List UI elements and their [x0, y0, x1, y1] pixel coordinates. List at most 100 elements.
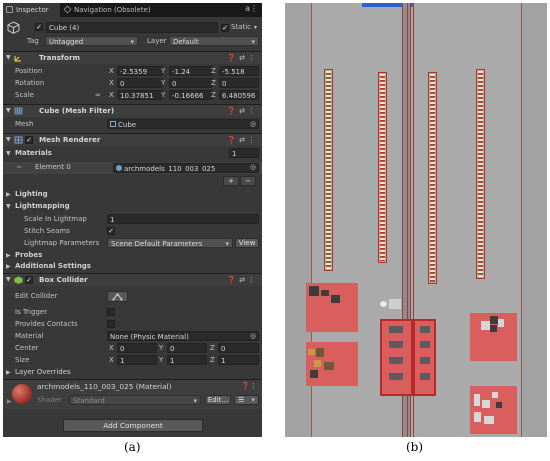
axis-z-label[interactable]: Z	[211, 79, 216, 87]
axis-z-label[interactable]: Z	[210, 344, 215, 352]
collapse-arrow-icon[interactable]: ▼	[6, 136, 11, 143]
materials-count-field[interactable]: 1	[229, 148, 259, 158]
box-collider-header[interactable]: ▼ ✓ Box Collider ❓⇄⋮	[3, 273, 262, 286]
probes-foldout[interactable]: ▶ Probes	[3, 250, 262, 261]
lock-icon[interactable]: a	[245, 4, 250, 13]
transform-header[interactable]: ▼ Transform ❓⇄⋮	[3, 51, 262, 64]
expand-arrow-icon[interactable]: ▶	[7, 398, 12, 405]
shader-menu-button[interactable]: ☰	[234, 395, 259, 405]
shelf-rack[interactable]	[378, 72, 387, 263]
axis-y-label[interactable]: Y	[159, 344, 164, 352]
size-y-field[interactable]: 1	[167, 355, 207, 365]
scale-lightmap-field[interactable]: 1	[107, 214, 259, 224]
position-z-field[interactable]: -5.518	[219, 66, 259, 76]
axis-z-label[interactable]: Z	[210, 356, 215, 364]
shelf-rack[interactable]	[324, 69, 333, 271]
axis-y-label[interactable]: Y	[161, 91, 166, 99]
scene-view[interactable]	[285, 3, 547, 437]
selected-cube[interactable]	[413, 319, 436, 396]
axis-x-label[interactable]: X	[109, 344, 114, 352]
add-component-button[interactable]: Add Component	[63, 419, 203, 432]
rotation-y-field[interactable]: 0	[169, 78, 213, 88]
object-picker-icon[interactable]: ◎	[250, 332, 257, 340]
selected-cube[interactable]	[380, 319, 413, 396]
enabled-checkbox[interactable]: ✓	[25, 276, 33, 284]
provides-contacts-checkbox[interactable]	[107, 320, 115, 328]
axis-x-label[interactable]: X	[109, 79, 114, 87]
layer-dropdown[interactable]: Default	[169, 36, 259, 47]
axis-y-label[interactable]: Y	[161, 79, 166, 87]
mesh-filter-header[interactable]: ▼ Cube (Mesh Filter) ❓⇄⋮	[3, 104, 262, 117]
axis-x-label[interactable]: X	[109, 91, 114, 99]
rotation-x-field[interactable]: 0	[117, 78, 163, 88]
static-dropdown-icon[interactable]: ▾	[254, 24, 258, 31]
add-element-button[interactable]: +	[223, 176, 239, 186]
rotation-z-field[interactable]: 0	[219, 78, 259, 88]
materials-foldout[interactable]: ▼ Materials 1	[3, 148, 262, 159]
list-buttons-row: + −	[3, 175, 262, 187]
collider-pad[interactable]	[306, 283, 358, 332]
axis-y-label[interactable]: Y	[161, 67, 166, 75]
shelf-rack[interactable]	[476, 69, 485, 279]
lightmapping-foldout[interactable]: ▼ Lightmapping	[3, 201, 262, 212]
drag-handle-icon[interactable]: ═	[17, 163, 22, 171]
shader-dropdown[interactable]: Standard	[69, 395, 201, 406]
mesh-renderer-header[interactable]: ▼ ✓ Mesh Renderer ❓⇄⋮	[3, 133, 262, 146]
static-checkbox[interactable]: ✓	[221, 24, 229, 32]
collider-material-field[interactable]: None (Physic Material)	[107, 331, 259, 341]
active-checkbox[interactable]: ✓	[35, 23, 43, 31]
position-x-field[interactable]: -2.5359	[117, 66, 163, 76]
collapse-arrow-icon[interactable]: ▼	[6, 107, 11, 114]
size-z-field[interactable]: 1	[218, 355, 259, 365]
axis-x-label[interactable]: X	[109, 356, 114, 364]
caption-b: (b)	[406, 440, 424, 454]
edit-shader-button[interactable]: Edit...	[205, 395, 231, 405]
is-trigger-checkbox[interactable]	[107, 308, 115, 316]
lightmap-params-dropdown[interactable]: Scene Default Parameters	[107, 238, 233, 249]
scale-x-field[interactable]: 10.37851	[117, 90, 163, 100]
help-icon[interactable]: ❓⋮	[241, 382, 257, 390]
tab-inspector[interactable]: Inspector	[3, 3, 60, 17]
tab-navigation[interactable]: Navigation (Obsolete)	[61, 3, 157, 17]
view-button[interactable]: View	[235, 238, 259, 248]
scale-z-field[interactable]: 6.480596	[219, 90, 259, 100]
tag-dropdown[interactable]: Untagged	[45, 36, 138, 47]
center-z-field[interactable]: 0	[218, 343, 259, 353]
component-tools-icons[interactable]: ❓⇄⋮	[227, 276, 258, 284]
collider-pad[interactable]	[306, 342, 358, 386]
remove-element-button[interactable]: −	[240, 176, 256, 186]
additional-settings-foldout[interactable]: ▶ Additional Settings	[3, 261, 262, 272]
axis-z-label[interactable]: Z	[211, 91, 216, 99]
scene-object[interactable]	[389, 299, 401, 309]
collider-pad[interactable]	[470, 386, 517, 434]
center-label: Center	[15, 344, 39, 352]
constrain-proportions-icon[interactable]: ∞	[95, 91, 101, 99]
center-y-field[interactable]: 0	[167, 343, 207, 353]
lighting-foldout[interactable]: ▶ Lighting	[3, 189, 262, 200]
layer-overrides-foldout[interactable]: ▶ Layer Overrides	[3, 367, 262, 378]
axis-z-label[interactable]: Z	[211, 67, 216, 75]
object-picker-icon[interactable]: ◎	[250, 163, 257, 171]
collider-pad[interactable]	[470, 313, 517, 361]
mesh-object-field[interactable]: Cube	[107, 119, 259, 129]
size-row: Size X 1 Y 1 Z 1	[3, 355, 262, 366]
object-name-field[interactable]: Cube (4)	[46, 22, 218, 33]
component-tools-icons[interactable]: ❓⇄⋮	[227, 54, 258, 62]
position-y-field[interactable]: -1.24	[169, 66, 213, 76]
axis-x-label[interactable]: X	[109, 67, 114, 75]
kebab-menu-icon[interactable]: ⋮	[250, 4, 258, 13]
scale-y-field[interactable]: -0.16666	[169, 90, 213, 100]
shelf-rack[interactable]	[428, 72, 437, 284]
edit-collider-button[interactable]	[107, 291, 128, 302]
element-0-field[interactable]: archmodels_110_003_025	[113, 163, 259, 173]
size-x-field[interactable]: 1	[117, 355, 157, 365]
axis-y-label[interactable]: Y	[159, 356, 164, 364]
enabled-checkbox[interactable]: ✓	[25, 136, 33, 144]
object-picker-icon[interactable]: ◎	[250, 120, 257, 128]
center-x-field[interactable]: 0	[117, 343, 157, 353]
collapse-arrow-icon[interactable]: ▼	[6, 276, 11, 283]
stitch-seams-checkbox[interactable]: ✓	[107, 227, 115, 235]
component-tools-icons[interactable]: ❓⇄⋮	[227, 107, 258, 115]
collapse-arrow-icon[interactable]: ▼	[6, 54, 11, 61]
component-tools-icons[interactable]: ❓⇄⋮	[227, 136, 258, 144]
